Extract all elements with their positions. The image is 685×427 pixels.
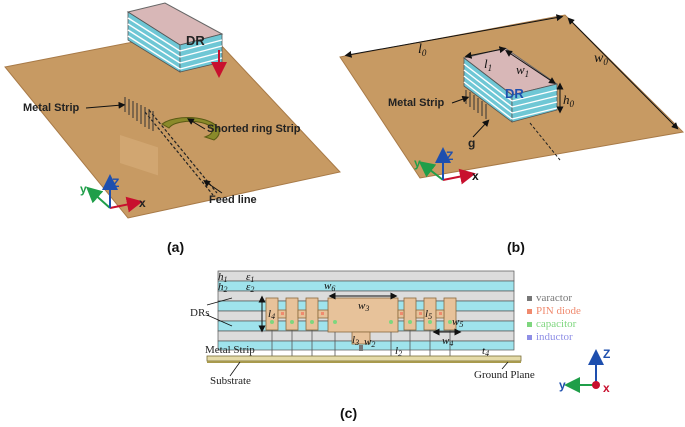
- legend-swatch-pin-diode: [527, 309, 532, 314]
- panel-c-w5-label: w5: [452, 316, 463, 329]
- panel-c-caption: (c): [340, 405, 357, 421]
- panel-c-l3-label: l3: [352, 334, 359, 347]
- legend-swatch-varactor: [527, 296, 532, 301]
- panel-c-axis-z: Z: [603, 347, 610, 361]
- panel-a-metal-strip-leader: [85, 101, 126, 109]
- panel-c-axis-y: y: [559, 378, 566, 392]
- panel-a-axis-x: x: [139, 196, 146, 210]
- panel-a-feed-line-leader: [203, 180, 223, 194]
- panel-c-w6-label: w6: [324, 280, 335, 293]
- panel-b-w0-dim: [567, 17, 679, 130]
- panel-b-w1-label: w1: [516, 62, 529, 79]
- panel-c-h2-label: h2: [218, 281, 228, 294]
- legend-swatch-capacitor: [527, 322, 532, 327]
- panel-b-axis-y: y: [414, 156, 421, 170]
- panel-b-metal-strip-label: Metal Strip: [388, 97, 445, 109]
- legend-capacitor: capacitor: [536, 318, 577, 330]
- panel-b-caption: (b): [507, 239, 525, 255]
- panel-c-drs-label: DRs: [190, 307, 210, 319]
- panel-c-drs-leader-1: [206, 297, 233, 306]
- panel-b-axis-x: x: [472, 169, 479, 183]
- panel-a-axes: [86, 174, 143, 213]
- panel-a-axis-z: Z: [112, 176, 119, 190]
- panel-c-legend: varactor PIN diode capacitor inductor: [527, 292, 581, 343]
- legend-inductor: inductor: [536, 331, 573, 343]
- panel-a-feed-line-label: Feed line: [209, 194, 257, 206]
- panel-b-feed-line: [529, 122, 561, 161]
- panel-a-feed-line-edge: [148, 109, 218, 194]
- legend-swatch-inductor: [527, 335, 532, 340]
- panel-c: h1 h2 ε1 ε2 w6 w3 l4 l5 w5 w4 l3 w2 l2 t…: [190, 270, 610, 421]
- panel-c-ground-plane: [207, 361, 521, 363]
- panel-a-axis-y: y: [80, 182, 87, 196]
- panel-b-l1-dim: [464, 46, 507, 59]
- panel-b-axes: [418, 147, 476, 185]
- panel-c-l4-label: l4: [268, 308, 275, 321]
- panel-c-ground-plane-label: Ground Plane: [474, 369, 535, 381]
- legend-varactor: varactor: [536, 292, 572, 304]
- panel-c-h1-label: h1: [218, 271, 228, 284]
- panel-a-dr-label: DR: [186, 33, 205, 48]
- panel-c-t4-label: t4: [482, 345, 489, 358]
- panel-a-shorted-ring-leader: [186, 118, 206, 130]
- panel-c-l5-label: l5: [425, 308, 432, 321]
- panel-c-eps2-label: ε2: [246, 281, 254, 294]
- panel-b-dr-label: DR: [505, 86, 524, 101]
- panel-c-axes: [564, 349, 604, 393]
- panel-b-w0-label: w0: [594, 51, 608, 67]
- panel-c-ground-plane-leader: [501, 361, 509, 370]
- panel-a-metal-strip: [120, 97, 158, 176]
- panel-a-feed-line: [144, 111, 214, 196]
- panel-c-axis-x: x: [603, 381, 610, 395]
- legend-pin-diode: PIN diode: [536, 305, 581, 317]
- panel-b-g-label: g: [468, 136, 475, 150]
- panel-c-l2-label: l2: [395, 345, 402, 358]
- panel-a-dr-block: [126, 2, 227, 78]
- panel-a: DR Metal Strip Shorted ring Strip Feed l…: [4, 2, 341, 255]
- panel-b-metal-strip-leader: [451, 95, 470, 104]
- panel-a-shorted-ring-strip: [161, 116, 220, 141]
- panel-b-g-leader: [472, 119, 490, 138]
- panel-a-caption: (a): [167, 239, 184, 255]
- panel-c-substrate-leader: [229, 361, 241, 377]
- panel-c-substrate: [206, 355, 522, 362]
- panel-b-h0-label: h0: [563, 92, 575, 109]
- panel-b-l1-label: l1: [484, 56, 492, 73]
- panel-c-w3-label: w3: [358, 300, 369, 313]
- panel-a-metal-strip-label: Metal Strip: [23, 102, 80, 114]
- panel-b-w1-dim: [505, 50, 556, 84]
- panel-b-axis-z: Z: [446, 149, 453, 163]
- panel-c-w4-label: w4: [442, 335, 453, 348]
- panel-c-drs-leader-2: [206, 314, 233, 327]
- panel-a-shorted-ring-label: Shorted ring Strip: [207, 123, 301, 135]
- panel-b-l0-dim: [344, 14, 564, 58]
- panel-b: l0 w0 l1 w1 h0 DR Metal Strip g x y Z (b…: [339, 14, 685, 255]
- panel-b-l0-label: l0: [418, 42, 427, 58]
- panel-c-substrate-label: Substrate: [210, 375, 251, 387]
- panel-c-w2-label: w2: [364, 336, 375, 349]
- panel-c-eps1-label: ε1: [246, 271, 254, 284]
- panel-c-components: [270, 312, 452, 351]
- panel-c-metal-strip-label: Metal Strip: [205, 344, 255, 356]
